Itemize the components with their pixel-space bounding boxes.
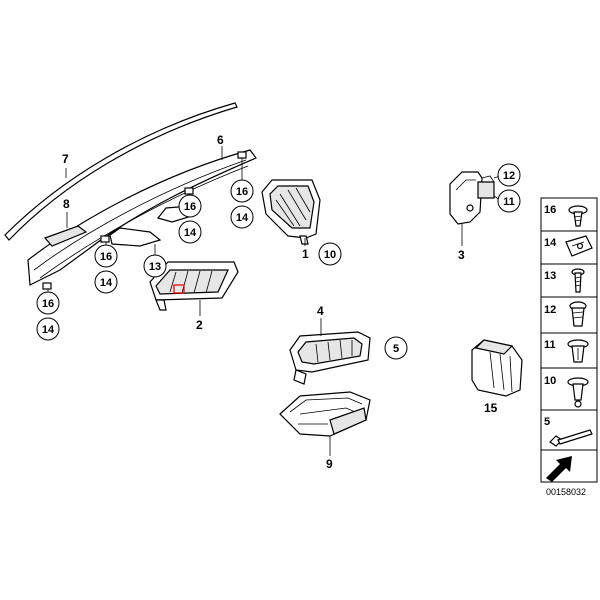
callout-14d: 14 [230,205,254,229]
callout-5: 5 [384,336,408,360]
callout-7: 7 [62,152,69,166]
clip-icon [237,151,247,159]
callout-13: 13 [143,254,167,278]
svg-text:16: 16 [42,298,54,310]
svg-text:14: 14 [100,277,113,289]
clip-icon [100,235,110,243]
legend-label-11: 11 [544,339,556,351]
legend-label-16: 16 [544,204,556,216]
part-2-center-vent [149,261,239,311]
callout-6: 6 [217,133,224,147]
direction-arrow-icon [546,456,572,482]
plug-screw-icon [569,301,587,327]
part-15-module [471,339,523,397]
svg-text:5: 5 [393,343,399,355]
part-7-trim-strip [4,102,238,241]
callout-14a: 14 [36,317,60,341]
svg-text:14: 14 [236,212,249,224]
bolt-icon [571,268,585,293]
clip-icon [184,187,194,195]
svg-text:12: 12 [503,170,515,182]
legend-label-5: 5 [544,416,550,428]
part-6-panel-inner [33,159,247,271]
part-6-panel-bracket [109,227,162,247]
part-6-dash-panel [27,149,257,286]
part-1-side-vent [261,179,321,245]
clip-nut-icon [565,235,593,257]
svg-text:16: 16 [100,251,112,263]
legend-label-10: 10 [544,375,556,387]
svg-text:14: 14 [42,324,55,336]
callout-16d: 16 [230,179,254,203]
part-3-bracket [449,171,495,225]
legend-label-12: 12 [544,304,556,316]
callout-3: 3 [458,248,465,262]
callout-4: 4 [317,304,324,318]
svg-text:14: 14 [184,227,197,239]
callout-9: 9 [326,457,333,471]
callout-8: 8 [63,197,70,211]
callout-14b: 14 [94,270,118,294]
part-8-trim-piece [43,225,88,247]
svg-text:16: 16 [236,186,248,198]
part-9-air-duct [279,391,371,437]
callout-12: 12 [497,163,521,187]
callout-16c: 16 [178,194,202,218]
diagram-code: 00158032 [546,487,586,497]
svg-text:11: 11 [503,196,515,208]
svg-text:13: 13 [149,261,161,273]
pin-bolt-icon [549,429,593,447]
callout-14c: 14 [178,220,202,244]
callout-16a: 16 [36,291,60,315]
expansion-clip-icon [567,339,589,363]
screw-icon [568,205,588,227]
callout-1: 1 [302,247,309,261]
callout-10: 10 [318,242,342,266]
legend-label-13: 13 [544,270,556,282]
legend-label-14: 14 [544,237,557,249]
callout-11: 11 [497,189,521,213]
part-6-panel-inner-2 [39,165,249,279]
svg-text:10: 10 [324,249,336,261]
part-4-rear-vent [289,331,371,385]
callout-2: 2 [196,318,203,332]
callout-15: 15 [484,401,498,415]
push-rivet-icon [567,377,589,408]
callout-16b: 16 [94,244,118,268]
clip-icon [42,282,52,290]
svg-text:16: 16 [184,201,196,213]
